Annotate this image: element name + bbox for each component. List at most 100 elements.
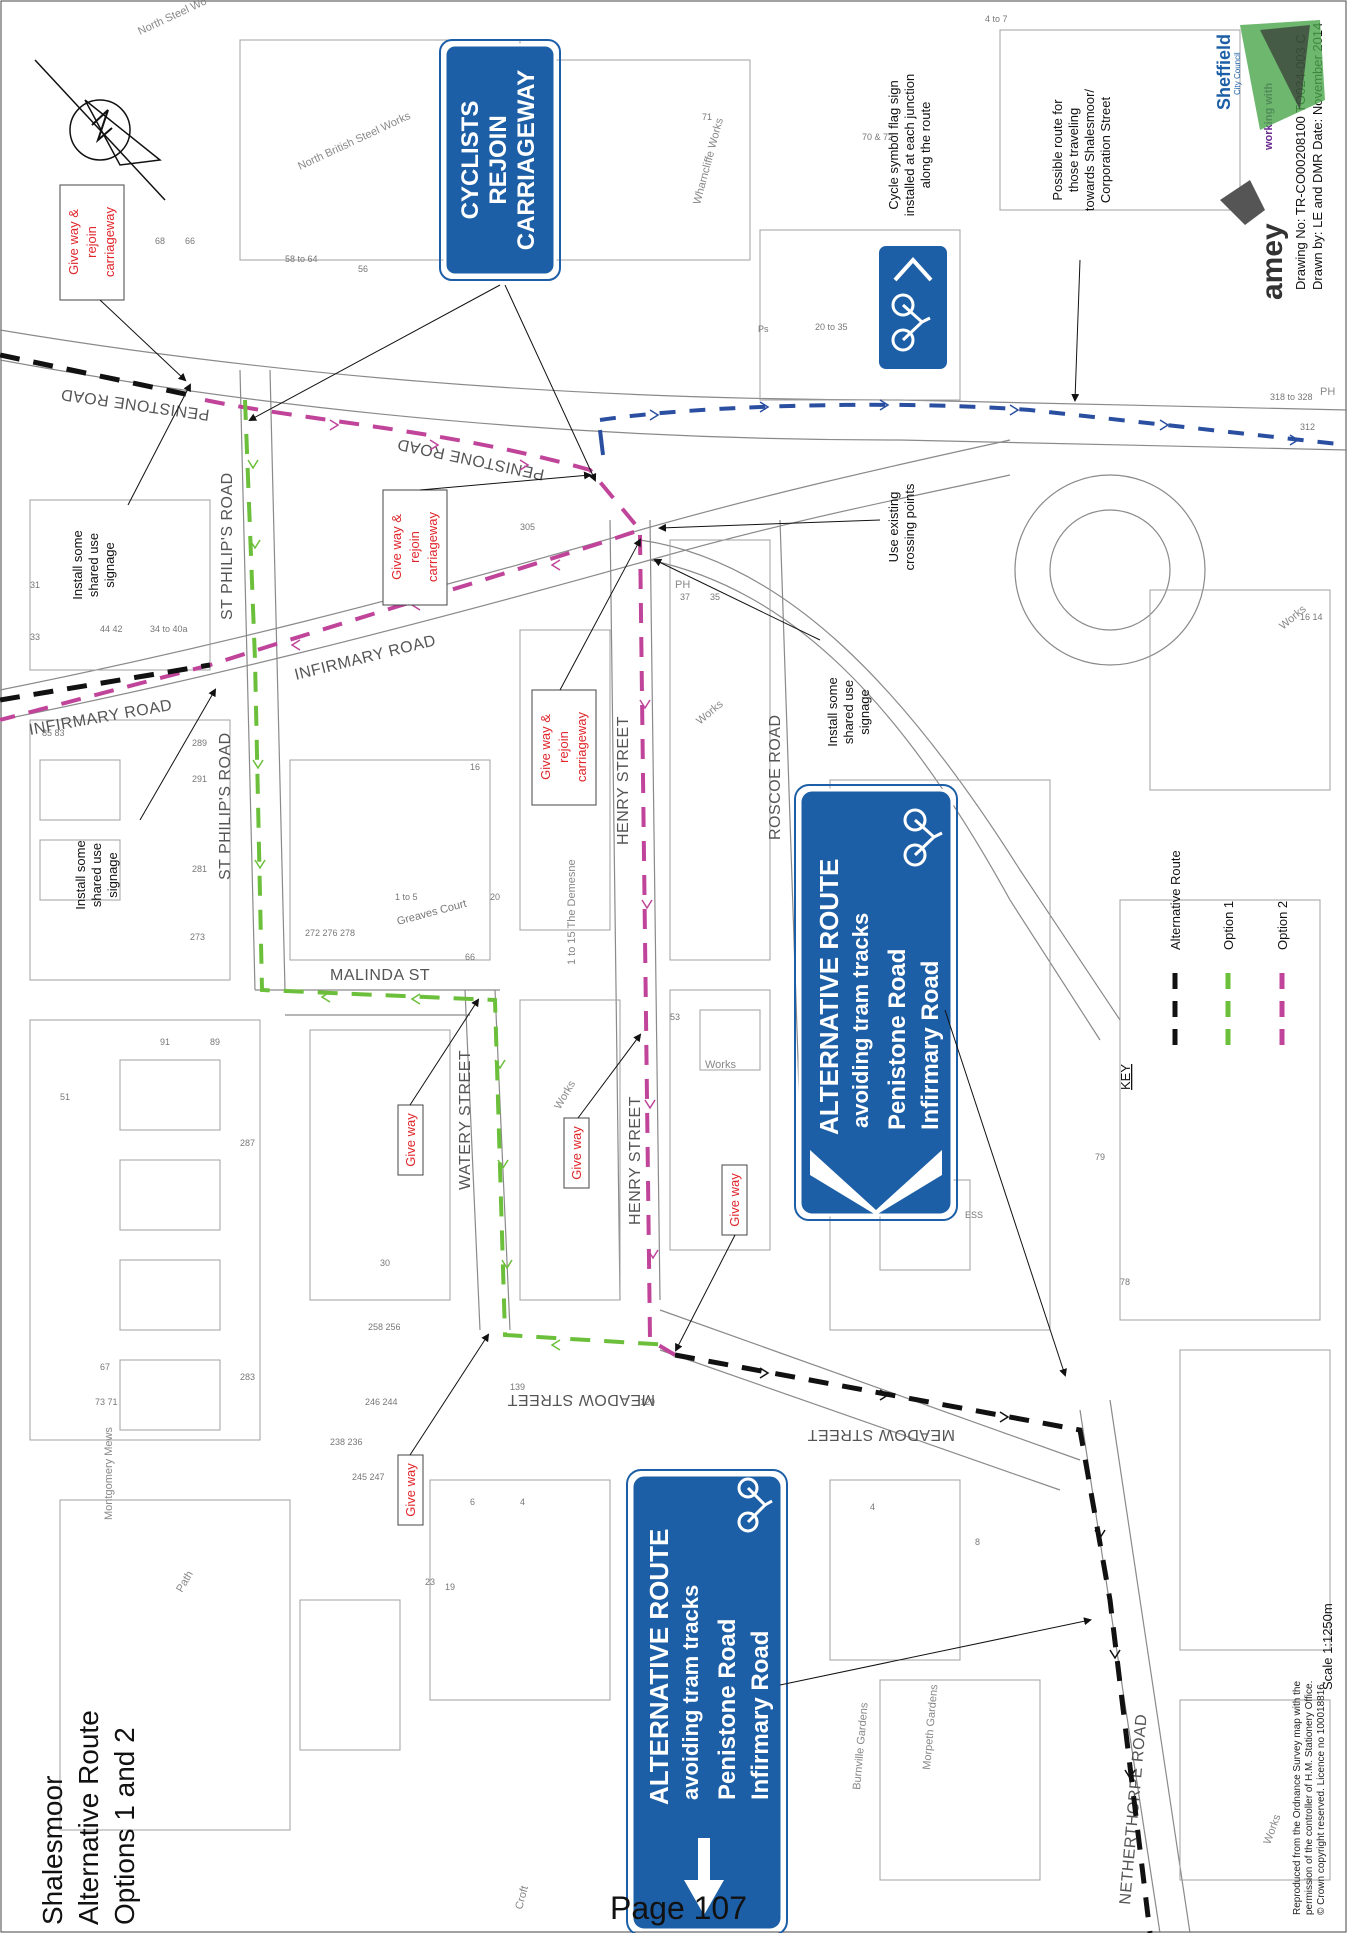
- svg-text:44 42: 44 42: [100, 624, 123, 634]
- svg-text:91: 91: [160, 1037, 170, 1047]
- svg-text:73 71: 73 71: [95, 1397, 118, 1407]
- svg-text:shared use: shared use: [841, 680, 856, 744]
- svg-text:4: 4: [520, 1497, 525, 1507]
- svg-text:ALTERNATIVE ROUTE: ALTERNATIVE ROUTE: [644, 1529, 674, 1805]
- note-use-crossing: Use existing crossing points: [886, 483, 917, 570]
- svg-text:19: 19: [445, 1582, 455, 1592]
- svg-text:58 to 64: 58 to 64: [285, 254, 318, 264]
- svg-text:Option 2: Option 2: [1275, 901, 1290, 950]
- svg-text:Install some: Install some: [825, 677, 840, 746]
- svg-text:Give way &: Give way &: [66, 209, 81, 275]
- svg-text:© Crown copyright reserved. Li: © Crown copyright reserved. Licence no 1…: [1316, 1681, 1327, 1915]
- svg-text:245 247: 245 247: [352, 1472, 385, 1482]
- svg-text:20 to 35: 20 to 35: [815, 322, 848, 332]
- svg-text:6: 6: [470, 1497, 475, 1507]
- label-the-demesne: 1 to 15 The Demesne: [566, 859, 578, 965]
- svg-text:avoiding tram tracks: avoiding tram tracks: [678, 1585, 703, 1800]
- svg-text:8: 8: [975, 1537, 980, 1547]
- svg-text:towards Shalesmoor/: towards Shalesmoor/: [1082, 89, 1097, 211]
- bicycle-icon: [891, 293, 931, 352]
- annotation-give-way-rejoin-1: Give way & rejoin carriageway: [59, 184, 125, 301]
- svg-text:rejoin: rejoin: [84, 226, 99, 258]
- label-ph-1: PH: [675, 579, 690, 591]
- svg-text:signage: signage: [105, 852, 120, 898]
- svg-text:318 to 328: 318 to 328: [1270, 392, 1313, 402]
- svg-text:ALTERNATIVE ROUTE: ALTERNATIVE ROUTE: [814, 859, 844, 1135]
- svg-text:crossing points: crossing points: [902, 483, 917, 570]
- street-label-st-philips-road-2: ST PHILIP'S ROAD: [217, 732, 234, 880]
- svg-text:KEY: KEY: [1118, 1064, 1133, 1090]
- svg-text:30: 30: [380, 1258, 390, 1268]
- notes: Install some shared use signage Install …: [70, 74, 1113, 910]
- svg-text:23: 23: [425, 1577, 435, 1587]
- street-label-malinda-st: MALINDA ST: [330, 967, 430, 984]
- label-path: Path: [174, 1569, 196, 1595]
- label-works-1: Works: [694, 698, 726, 727]
- svg-text:68: 68: [155, 236, 165, 246]
- svg-text:Options 1 and 2: Options 1 and 2: [109, 1727, 140, 1925]
- svg-text:shared use: shared use: [86, 533, 101, 597]
- street-label-infirmary-road-2: INFIRMARY ROAD: [28, 697, 174, 739]
- svg-text:along the route: along the route: [918, 102, 933, 189]
- svg-text:rejoin: rejoin: [407, 531, 422, 563]
- svg-text:shared use: shared use: [89, 843, 104, 907]
- bicycle-icon: [903, 808, 943, 867]
- svg-text:Infirmary Road: Infirmary Road: [747, 1631, 774, 1800]
- svg-text:66: 66: [185, 236, 195, 246]
- svg-text:4: 4: [870, 1502, 875, 1512]
- label-burnville-gardens: Burnville Gardens: [851, 1702, 871, 1791]
- svg-text:Use existing: Use existing: [886, 492, 901, 563]
- svg-text:City Council: City Council: [1233, 52, 1242, 95]
- existing-route-blue: [599, 402, 1347, 447]
- svg-text:56: 56: [358, 264, 368, 274]
- label-works-5: Works: [1262, 1812, 1284, 1846]
- label-wharncliffe-works: Wharncliffe Works: [691, 116, 726, 205]
- street-label-infirmary-road-1: INFIRMARY ROAD: [293, 632, 438, 684]
- key-option2: Option 2: [1275, 901, 1290, 1045]
- svg-text:33: 33: [30, 632, 40, 642]
- svg-text:Alternative Route: Alternative Route: [1168, 850, 1183, 950]
- give-way-annotations: Give way & rejoin carriageway Give way &…: [59, 184, 748, 1526]
- map-key: KEY Alternative Route Option 1 Option 2: [1118, 850, 1290, 1090]
- svg-text:53: 53: [670, 1012, 680, 1022]
- label-morpeth-gardens: Morpeth Gardens: [921, 1683, 940, 1770]
- street-label-greaves-court: Greaves Court: [396, 898, 468, 928]
- svg-text:Reproduced from the Ordnance S: Reproduced from the Ordnance Survey map …: [1292, 1681, 1303, 1915]
- label-croft: Croft: [513, 1885, 531, 1911]
- alt-route-sign-small: ALTERNATIVE ROUTE avoiding tram tracks P…: [626, 1469, 788, 1933]
- svg-text:305: 305: [520, 522, 535, 532]
- svg-text:Corporation Street: Corporation Street: [1098, 97, 1113, 204]
- svg-text:Install some: Install some: [70, 530, 85, 599]
- label-works-2: Works: [705, 1059, 736, 1071]
- chevron-down-icon: [810, 1150, 942, 1215]
- svg-text:Possible route for: Possible route for: [1050, 99, 1065, 201]
- option1-route: [243, 399, 671, 1347]
- svg-text:291: 291: [192, 774, 207, 784]
- annotation-give-way-rejoin-2: Give way & rejoin carriageway: [382, 489, 448, 606]
- svg-text:Give way &: Give way &: [389, 514, 404, 580]
- svg-text:283: 283: [240, 1372, 255, 1382]
- note-install-signage-2: Install some shared use signage: [73, 840, 120, 909]
- route-chevrons: [247, 399, 1300, 1780]
- svg-text:35: 35: [710, 592, 720, 602]
- svg-text:rejoin: rejoin: [556, 731, 571, 763]
- annotation-give-way-1: Give way: [397, 1104, 424, 1176]
- annotation-give-way-rejoin-3: Give way & rejoin carriageway: [531, 689, 597, 806]
- street-label-meadow-street-2: MEADOW STREET: [807, 1426, 955, 1443]
- option2-route: [0, 398, 677, 1357]
- svg-text:Sheffield: Sheffield: [1214, 34, 1234, 110]
- svg-text:Give way &: Give way &: [538, 714, 553, 780]
- street-label-penistone-road-2: PENISTONE ROAD: [396, 435, 546, 483]
- street-label-henry-street-1: HENRY STREET: [615, 716, 632, 845]
- street-label-meadow-street-1: MEADOW STREET: [507, 1391, 655, 1408]
- svg-text:129: 129: [640, 1397, 655, 1407]
- svg-text:carriageway: carriageway: [574, 711, 589, 782]
- svg-text:20: 20: [490, 892, 500, 902]
- label-north-british-steel-works: North British Steel Works: [296, 110, 413, 173]
- existing-route-blue-stub: [598, 429, 605, 456]
- note-cycle-flag: Cycle symbol flag sign installed at each…: [886, 74, 933, 216]
- svg-text:Penistone Road: Penistone Road: [714, 1619, 741, 1800]
